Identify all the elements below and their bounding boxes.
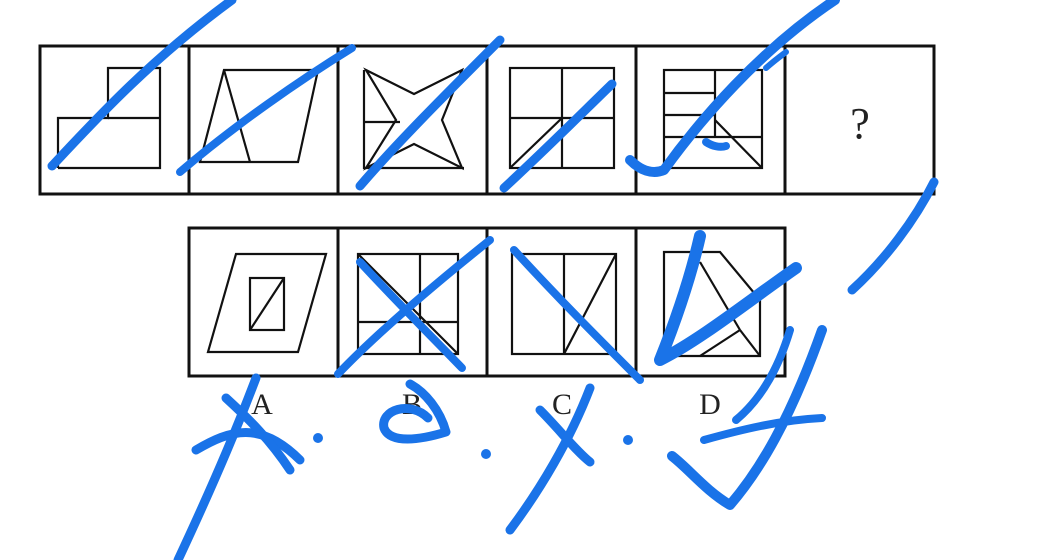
sequence-figure-5 bbox=[662, 68, 764, 170]
question-mark: ? bbox=[850, 99, 870, 148]
slash-mark-icon bbox=[47, 0, 237, 171]
sequence-figure-3 bbox=[362, 67, 465, 171]
slash-mark-icon bbox=[355, 35, 505, 191]
slash-mark-icon bbox=[510, 246, 644, 384]
slash-mark-icon bbox=[702, 138, 730, 151]
slash-mark-icon bbox=[700, 414, 826, 444]
sequence-figure-1 bbox=[56, 66, 162, 170]
option-d-label[interactable]: D bbox=[699, 388, 721, 421]
slash-mark-icon bbox=[763, 49, 789, 71]
dot-mark bbox=[313, 433, 323, 443]
sequence-figure-2 bbox=[198, 68, 320, 164]
slash-mark-icon bbox=[732, 326, 794, 424]
annotation-ink-layer bbox=[47, 0, 939, 560]
checkmark-icon bbox=[625, 0, 840, 177]
sequence-row: ? bbox=[38, 44, 936, 196]
option-a-label[interactable]: A bbox=[251, 388, 273, 421]
option-c-label[interactable]: C bbox=[552, 388, 572, 421]
cross-icon bbox=[356, 258, 466, 372]
slash-mark-icon bbox=[499, 79, 617, 193]
cross-icon bbox=[505, 383, 595, 535]
cross-icon bbox=[221, 393, 295, 475]
checkmark-icon bbox=[667, 325, 827, 510]
cross-icon bbox=[173, 373, 261, 560]
checkmark-icon bbox=[654, 230, 802, 366]
dot-mark bbox=[481, 449, 491, 459]
slash-mark-icon bbox=[176, 44, 356, 176]
cross-icon bbox=[191, 428, 305, 465]
slash-mark-icon bbox=[847, 177, 939, 295]
option-a-figure[interactable] bbox=[206, 252, 328, 354]
option-b-figure[interactable] bbox=[356, 252, 460, 356]
cross-icon bbox=[334, 236, 494, 378]
slash-mark-icon bbox=[379, 379, 451, 444]
sequence-figure-4 bbox=[508, 66, 616, 170]
dot-mark bbox=[623, 435, 633, 445]
